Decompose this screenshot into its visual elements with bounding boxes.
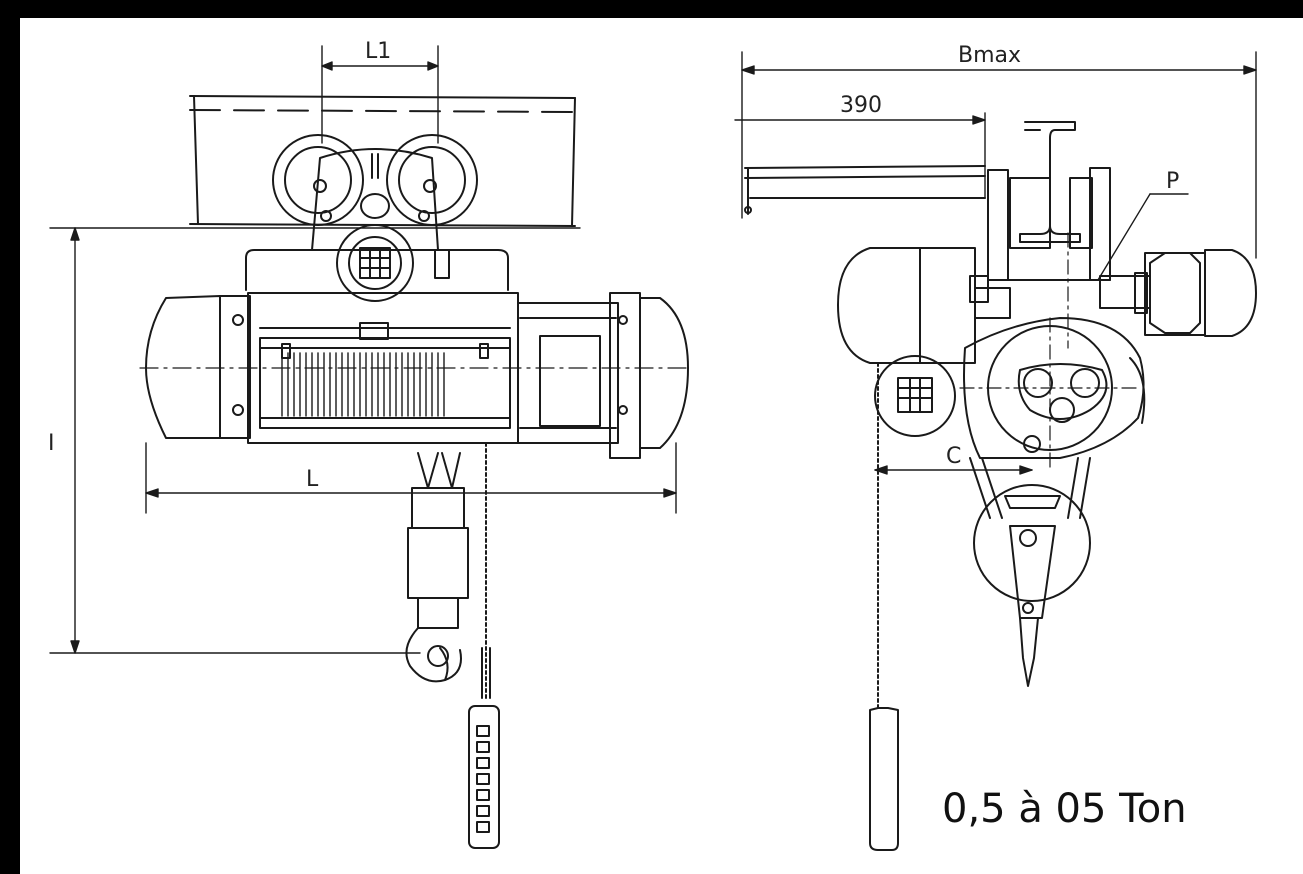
side-pendant xyxy=(869,362,899,851)
dim-c xyxy=(874,465,1033,475)
label-p: P xyxy=(1166,169,1179,194)
front-hook-block xyxy=(405,452,469,683)
dim-l1 xyxy=(321,45,439,144)
dim-h xyxy=(49,227,581,654)
hoist-motor xyxy=(517,292,689,459)
label-bmax: Bmax xyxy=(958,43,1021,68)
label-h: I xyxy=(48,431,55,456)
label-l: L xyxy=(306,467,319,492)
dim-bmax xyxy=(741,51,1257,259)
trolley-motor xyxy=(336,224,450,302)
side-gearbox xyxy=(959,317,1146,469)
drawing-frame: L1 L I Bmax 390 P C 0,5 à 05 Ton xyxy=(20,18,1303,874)
front-trolley-wheels xyxy=(272,134,478,251)
dim-l xyxy=(145,442,677,514)
side-trolley xyxy=(969,167,1151,309)
hoist-drawing: L1 L I Bmax 390 P C xyxy=(48,39,1257,851)
side-trolley-motor xyxy=(1134,249,1257,337)
label-390: 390 xyxy=(840,93,882,118)
front-pendant xyxy=(468,442,500,849)
label-l1: L1 xyxy=(365,39,391,64)
capacity-caption: 0,5 à 05 Ton xyxy=(942,786,1187,832)
label-c: C xyxy=(946,444,961,469)
side-brake-housing xyxy=(837,247,1011,364)
left-drum-housing xyxy=(145,295,251,439)
side-bracket xyxy=(744,165,986,215)
beam-section xyxy=(1019,121,1081,243)
front-rail-beam xyxy=(189,95,576,227)
side-small-motor xyxy=(874,355,956,437)
hoist-frame xyxy=(245,249,509,340)
side-view xyxy=(734,51,1257,851)
front-view xyxy=(49,45,691,849)
p-leader xyxy=(1097,193,1189,281)
dim-390 xyxy=(734,112,986,199)
side-hook xyxy=(969,457,1091,687)
